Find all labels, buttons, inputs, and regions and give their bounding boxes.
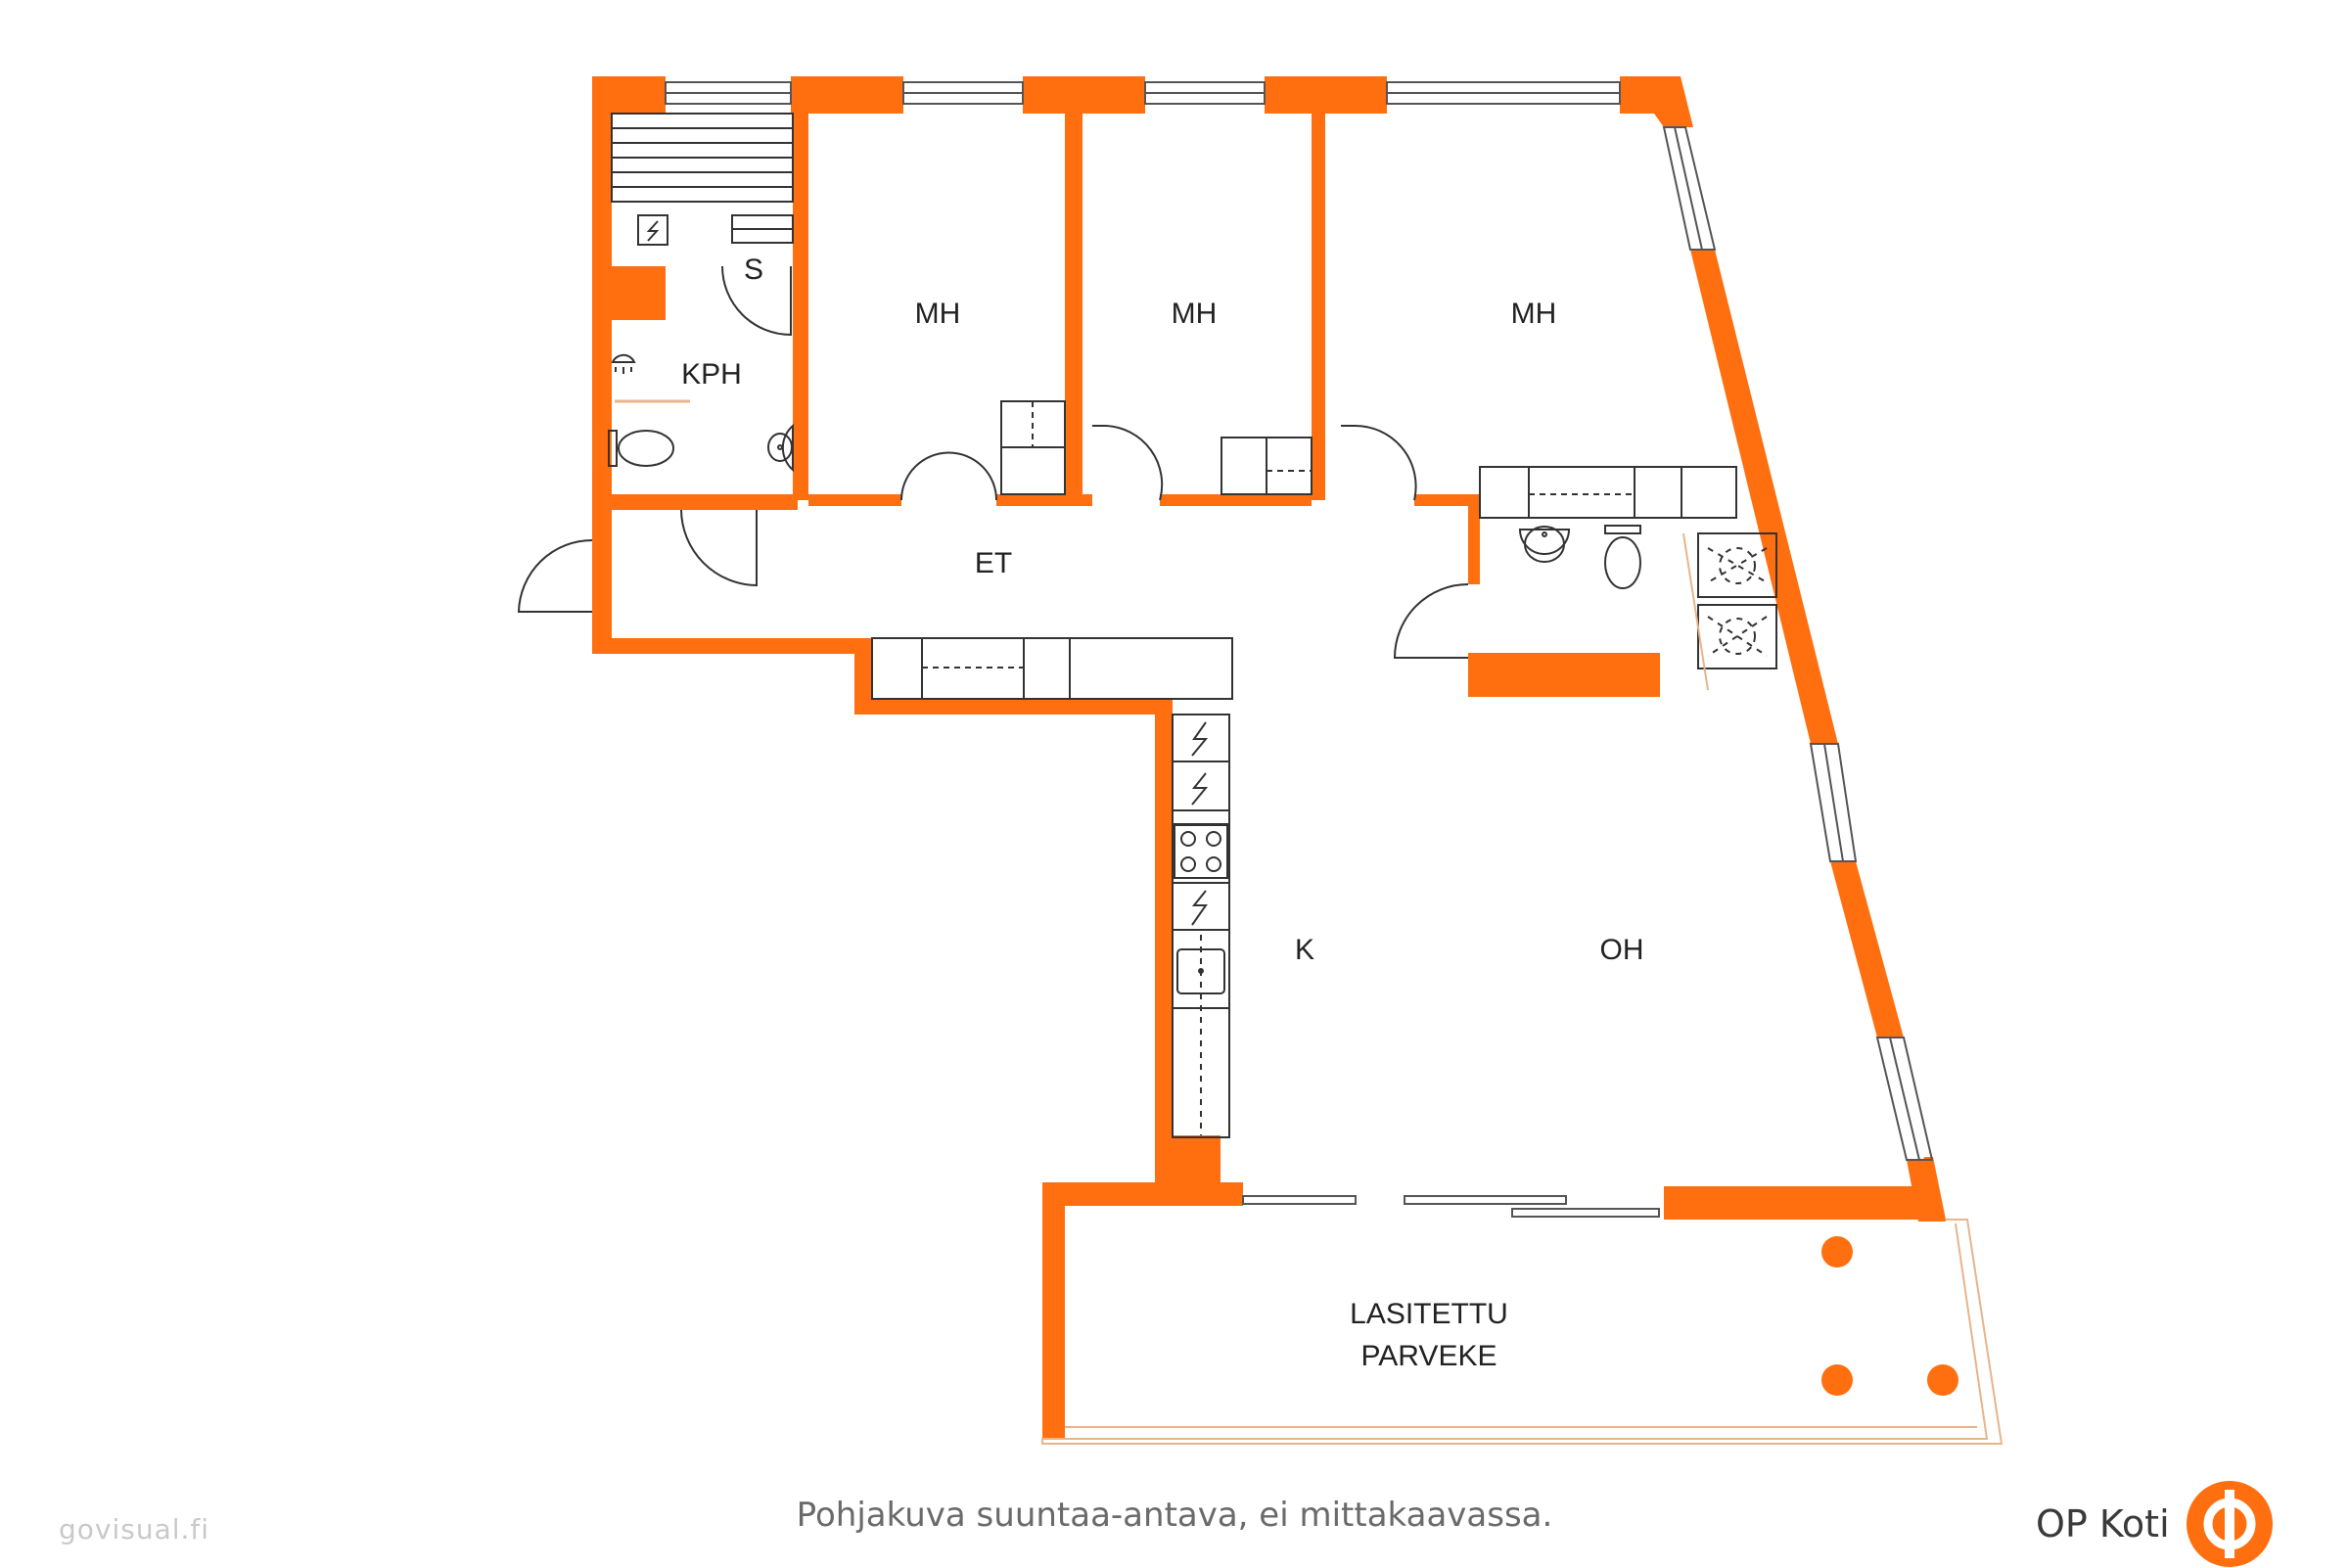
wall — [854, 699, 1173, 715]
wall — [1664, 1157, 1946, 1220]
sauna-door — [721, 265, 792, 337]
washing-machine-icon — [1697, 532, 1777, 598]
wall — [808, 494, 901, 506]
watermark-text: govisual.fi — [59, 1513, 210, 1545]
washbasin-icon — [1518, 526, 1571, 563]
wc-door — [1393, 583, 1469, 659]
wall — [1414, 494, 1475, 506]
window-pane — [1823, 743, 1844, 862]
stove-icon — [1173, 823, 1229, 879]
window — [1662, 126, 1717, 251]
window — [1809, 743, 1858, 862]
wall — [592, 76, 612, 634]
bedroom1-door — [900, 451, 997, 501]
sauna-benches — [611, 113, 794, 244]
bedroom3-door — [1341, 424, 1417, 501]
electric-symbol-icon — [1191, 772, 1209, 806]
bath-door — [680, 509, 758, 587]
doors — [517, 265, 1469, 659]
window-pane — [1889, 1037, 1920, 1161]
wall — [1654, 76, 1693, 127]
balcony-door-glass — [1242, 1195, 1357, 1205]
post-icon — [1927, 1364, 1958, 1396]
label-sauna: S — [744, 254, 763, 286]
wall — [612, 266, 666, 320]
wall — [592, 638, 866, 654]
post-icon — [1821, 1236, 1853, 1268]
wc-partition — [1682, 532, 1709, 691]
kitchen-counter — [1172, 714, 1230, 1138]
electric-symbol-icon — [646, 220, 660, 242]
wall — [1065, 114, 1082, 500]
fixtures — [608, 113, 2004, 1445]
toilet-icon — [608, 430, 674, 467]
wall — [1830, 861, 1904, 1038]
hall-cabinets — [871, 637, 1233, 700]
window-pane — [1674, 126, 1703, 251]
walls — [592, 76, 1946, 1439]
wall — [1265, 76, 1387, 114]
label-living-room: OH — [1600, 934, 1644, 966]
wall — [1690, 250, 1838, 744]
washbasin-icon — [767, 423, 794, 473]
wall — [1160, 494, 1312, 506]
balcony-door-glass — [1511, 1208, 1660, 1218]
brand-name: OP Koti — [2036, 1502, 2170, 1545]
shower-head-icon — [611, 353, 636, 374]
balcony-door-glass — [1404, 1195, 1567, 1205]
wall — [854, 638, 872, 709]
window — [1875, 1037, 1934, 1161]
wall — [1468, 494, 1480, 584]
wall — [793, 114, 808, 500]
wall — [612, 494, 798, 510]
brand-logo: OP Koti — [2036, 1480, 2274, 1568]
wardrobe — [1221, 437, 1313, 495]
label-balcony-line-1: LASITETTU — [1350, 1298, 1508, 1330]
op-logo-icon — [2186, 1481, 2273, 1567]
label-kitchen: K — [1295, 934, 1314, 966]
windows — [665, 81, 1934, 1218]
sauna-stove-icon — [637, 214, 668, 246]
label-bedroom-3: MH — [1511, 298, 1557, 330]
wardrobe-row — [1479, 466, 1737, 519]
room-labels: S KPH MH MH MH ET K OH LASITETTU PARVEKE — [681, 254, 1643, 1372]
wall — [1023, 76, 1145, 114]
wall — [791, 76, 903, 114]
wall — [1312, 114, 1325, 500]
label-bedroom-2: MH — [1172, 298, 1218, 330]
balcony-posts — [1821, 1236, 1958, 1396]
wall — [1042, 1182, 1243, 1439]
label-bedroom-1: MH — [915, 298, 961, 330]
label-balcony-line-2: PARVEKE — [1361, 1340, 1497, 1372]
wall — [996, 494, 1092, 506]
electric-symbol-icon — [1191, 890, 1208, 926]
electric-symbol-icon — [1191, 721, 1209, 757]
label-bathroom: KPH — [681, 358, 742, 391]
disclaimer-note: Pohjakuva suuntaa-antava, ei mittakaavas… — [796, 1496, 1553, 1535]
wall — [1468, 653, 1660, 697]
label-hall: ET — [975, 547, 1012, 579]
balcony-glazing — [1041, 1219, 2004, 1445]
entrance-door — [517, 539, 593, 613]
wardrobe — [1000, 400, 1066, 495]
wall — [1172, 1135, 1221, 1189]
dryer-icon — [1697, 604, 1777, 669]
toilet-icon — [1604, 525, 1641, 589]
post-icon — [1821, 1364, 1853, 1396]
wall — [1155, 699, 1173, 1188]
bedroom2-door — [1092, 425, 1164, 501]
